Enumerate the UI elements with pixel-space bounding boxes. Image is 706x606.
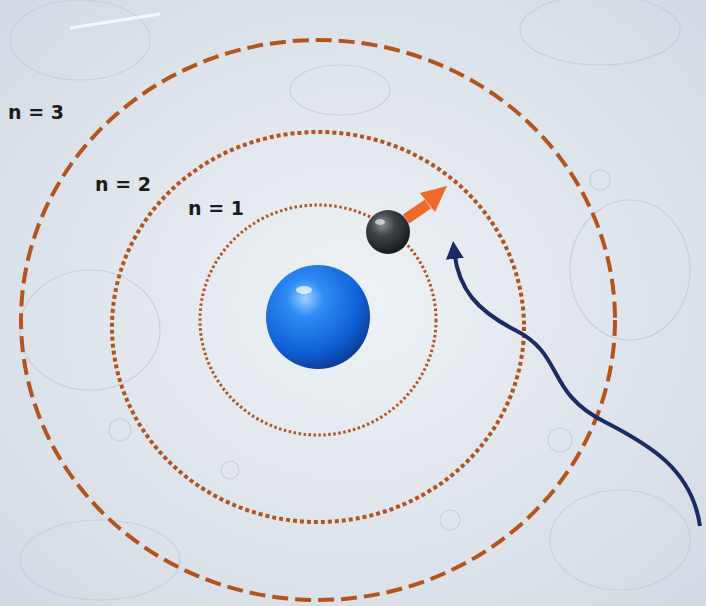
orbit-n1 <box>200 205 436 435</box>
electron <box>366 210 410 254</box>
orbit-label: n = 2 <box>95 174 151 195</box>
photon-wave <box>454 250 700 526</box>
background-texture <box>10 0 690 600</box>
highlight-streak <box>70 14 160 28</box>
nucleus <box>266 265 370 369</box>
orbit-n2 <box>112 132 524 522</box>
orbit-label: n = 1 <box>188 198 244 219</box>
electron-highlight <box>375 219 385 225</box>
transition-arrow <box>406 186 447 219</box>
orbit-label: n = 3 <box>8 102 64 123</box>
orbit-n3 <box>21 40 615 600</box>
nucleus-highlight <box>296 286 312 294</box>
